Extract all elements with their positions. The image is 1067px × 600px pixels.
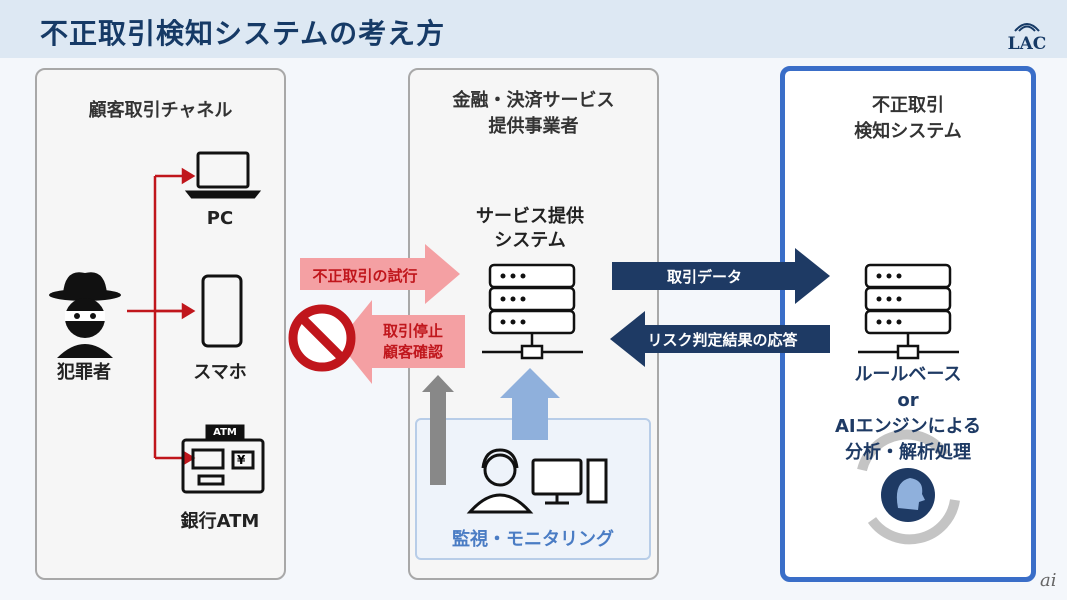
- title-line: 提供事業者: [488, 116, 579, 137]
- panel-title: 顧客取引チャネル: [88, 100, 233, 121]
- page-title: 不正取引検知システムの考え方: [40, 17, 446, 50]
- channel-diagram: [49, 151, 265, 494]
- fraud-attempt-label: 不正取引の試行: [312, 267, 418, 285]
- logo-mark-icon: [1014, 23, 1040, 32]
- monitoring-label: 監視・モニタリング: [452, 529, 614, 550]
- criminal-label: 犯罪者: [57, 362, 111, 383]
- header-band: [0, 0, 1067, 58]
- watermark: ai: [1040, 570, 1057, 591]
- pc-icon: [184, 151, 262, 199]
- channel-atm-label: 銀行ATM: [180, 511, 260, 532]
- label-line: 顧客確認: [382, 343, 443, 361]
- transaction-data-label: 取引データ: [666, 268, 742, 286]
- fraud-attempt-arrow: [300, 244, 460, 304]
- label-line: システム: [494, 230, 566, 251]
- monitoring-up-arrow-gray: [422, 375, 454, 485]
- service-system-label: サービス提供システム: [440, 205, 620, 253]
- smartphone-icon: [201, 274, 243, 348]
- label-line: 分析・解析処理: [845, 442, 971, 463]
- detection-method-label: ルールベース or AIエンジンによる 分析・解析処理: [790, 362, 1026, 466]
- criminal-icon: [49, 272, 121, 358]
- server-icon: [482, 263, 583, 360]
- atm-yen: ¥: [237, 453, 246, 467]
- logo-text: LAC: [1007, 34, 1047, 54]
- risk-response-label: リスク判定結果の応答: [647, 331, 798, 349]
- atm-icon: [181, 424, 265, 494]
- lac-logo: LAC: [1004, 18, 1050, 54]
- title-line: 金融・決済サービス: [452, 90, 615, 111]
- label-line: or: [897, 390, 919, 411]
- branch-arrows-icon: [127, 167, 196, 467]
- ai-cycle-icon: [857, 429, 960, 545]
- transaction-data-arrow: [612, 248, 830, 304]
- stop-arrow: [338, 300, 465, 384]
- operator-icon: [466, 448, 534, 514]
- label-line: AIエンジンによる: [834, 416, 982, 437]
- label-line: ルールベース: [854, 364, 962, 385]
- monitoring-up-arrow-blue: [500, 368, 560, 440]
- label-line: サービス提供: [476, 206, 584, 227]
- server-icon-detection: [858, 263, 959, 360]
- panel-title: 金融・決済サービス提供事業者: [410, 88, 657, 140]
- atm-sign: ATM: [213, 427, 237, 438]
- risk-response-arrow: [610, 311, 830, 367]
- desktop-computer-icon: [531, 458, 608, 505]
- channel-smartphone-label: スマホ: [193, 362, 247, 383]
- prohibited-icon: [288, 304, 356, 372]
- label-line: 取引停止: [382, 322, 443, 340]
- channel-pc-label: PC: [206, 208, 234, 229]
- stop-label: 取引停止顧客確認: [368, 321, 458, 363]
